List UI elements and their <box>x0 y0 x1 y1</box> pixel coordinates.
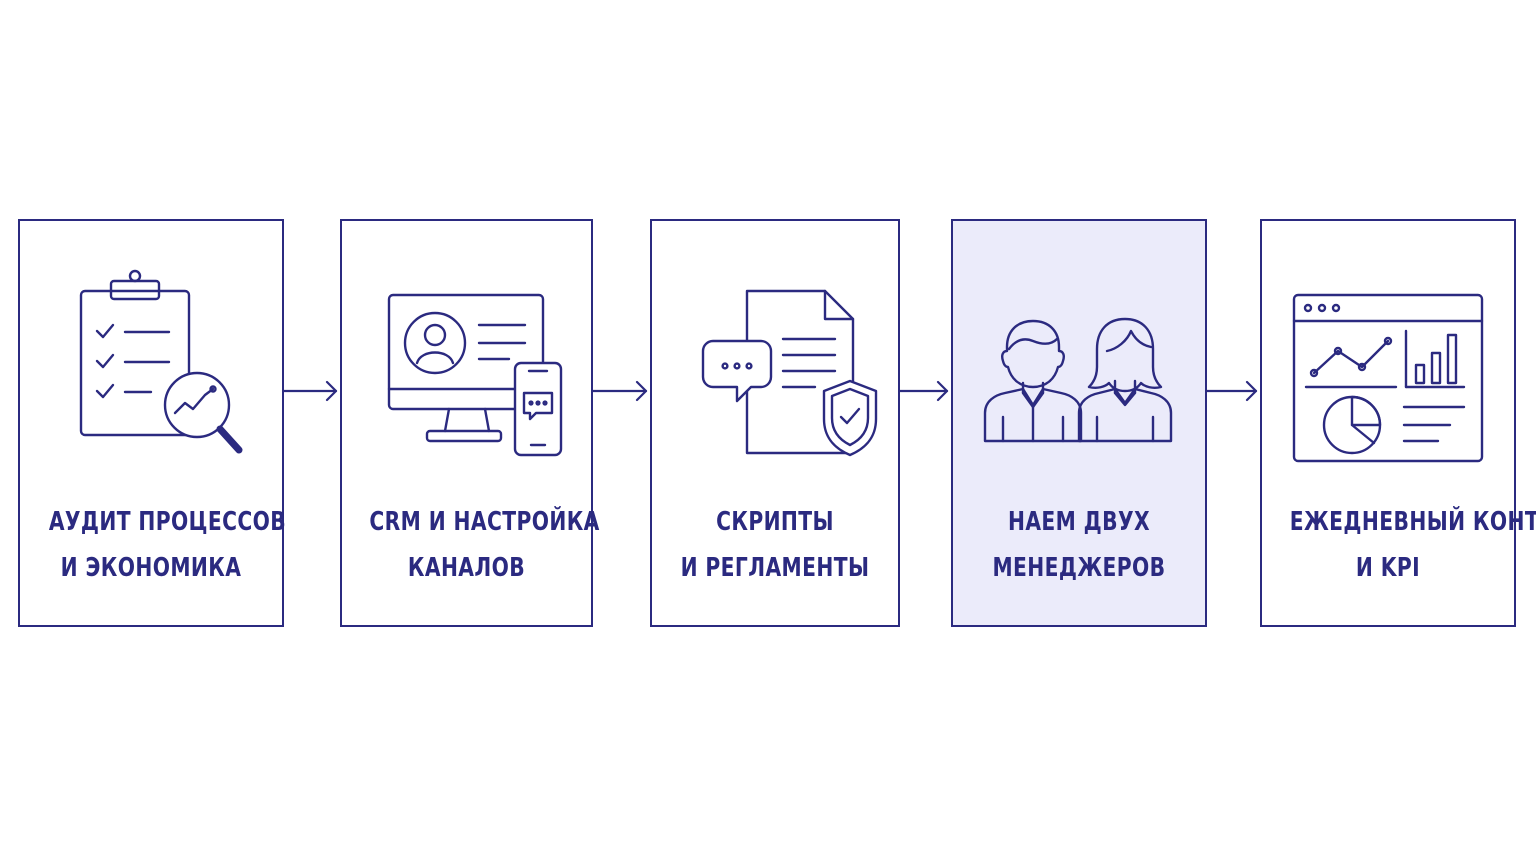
step-card-audit: АУДИТ ПРОЦЕССОВ И ЭКОНОМИКА <box>18 219 287 627</box>
step-label-line2: МЕНЕДЖЕРОВ <box>992 553 1166 583</box>
step-card-scripts: СКРИПТЫ И РЕГЛАМЕНТЫ <box>650 219 900 627</box>
step-label: НАЕМ ДВУХ МЕНЕДЖЕРОВ <box>981 499 1178 591</box>
flow-arrow-icon <box>591 378 650 404</box>
dashboard-icon <box>1288 269 1488 469</box>
step-card-crm: CRM И НАСТРОЙКА КАНАЛОВ <box>340 219 600 627</box>
step-label: CRM И НАСТРОЙКА КАНАЛОВ <box>369 499 600 591</box>
step-label: АУДИТ ПРОЦЕССОВ И ЭКОНОМИКА <box>48 499 287 591</box>
flow-arrow-icon <box>898 378 951 404</box>
step-label-line2: И ЭКОНОМИКА <box>60 553 242 583</box>
step-label-line1: АУДИТ ПРОЦЕССОВ <box>48 507 287 537</box>
step-card-hiring: НАЕМ ДВУХ МЕНЕДЖЕРОВ <box>951 219 1207 627</box>
step-label-line1: НАЕМ ДВУХ <box>1007 507 1151 537</box>
step-label-line1: СКРИПТЫ <box>716 507 834 537</box>
flow-arrow-icon <box>1205 378 1260 404</box>
step-label-line1: CRM И НАСТРОЙКА <box>369 507 600 537</box>
step-label: ЕЖЕДНЕВНЫЙ КОНТРОЛЬ И KPI <box>1289 499 1536 591</box>
monitor-phone-icon <box>367 269 567 469</box>
step-label-line1: ЕЖЕДНЕВНЫЙ КОНТРОЛЬ <box>1289 507 1536 537</box>
document-chat-shield-icon <box>675 269 878 469</box>
step-card-kpi: ЕЖЕДНЕВНЫЙ КОНТРОЛЬ И KPI <box>1260 219 1536 627</box>
step-label-line2: И РЕГЛАМЕНТЫ <box>680 553 870 583</box>
two-managers-icon <box>979 269 1179 469</box>
step-label-line2: КАНАЛОВ <box>407 553 526 583</box>
step-label-line2: И KPI <box>1355 553 1421 583</box>
clipboard-analysis-icon <box>51 269 251 469</box>
flow-arrow-icon <box>282 378 340 404</box>
step-label: СКРИПТЫ И РЕГЛАМЕНТЫ <box>679 499 871 591</box>
